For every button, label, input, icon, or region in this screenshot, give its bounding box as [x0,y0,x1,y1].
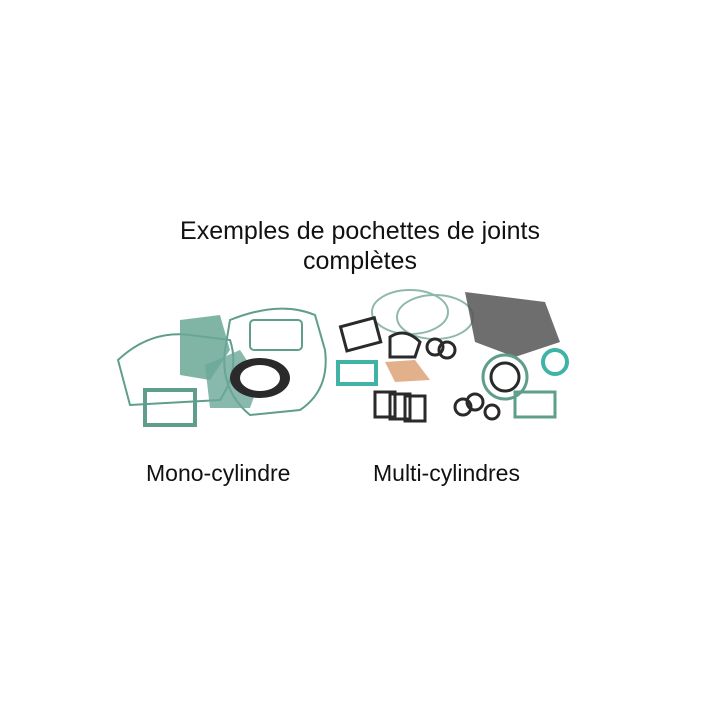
title-line-1: Exemples de pochettes de joints [180,217,540,245]
multi-cylinder-label: Multi-cylindres [373,460,520,486]
mono-cylinder-label: Mono-cylindre [146,460,291,486]
title-line-2: complètes [303,247,417,275]
multi-cylinder-gasket-image [336,289,569,423]
mono-cylinder-gasket-image [116,307,327,427]
